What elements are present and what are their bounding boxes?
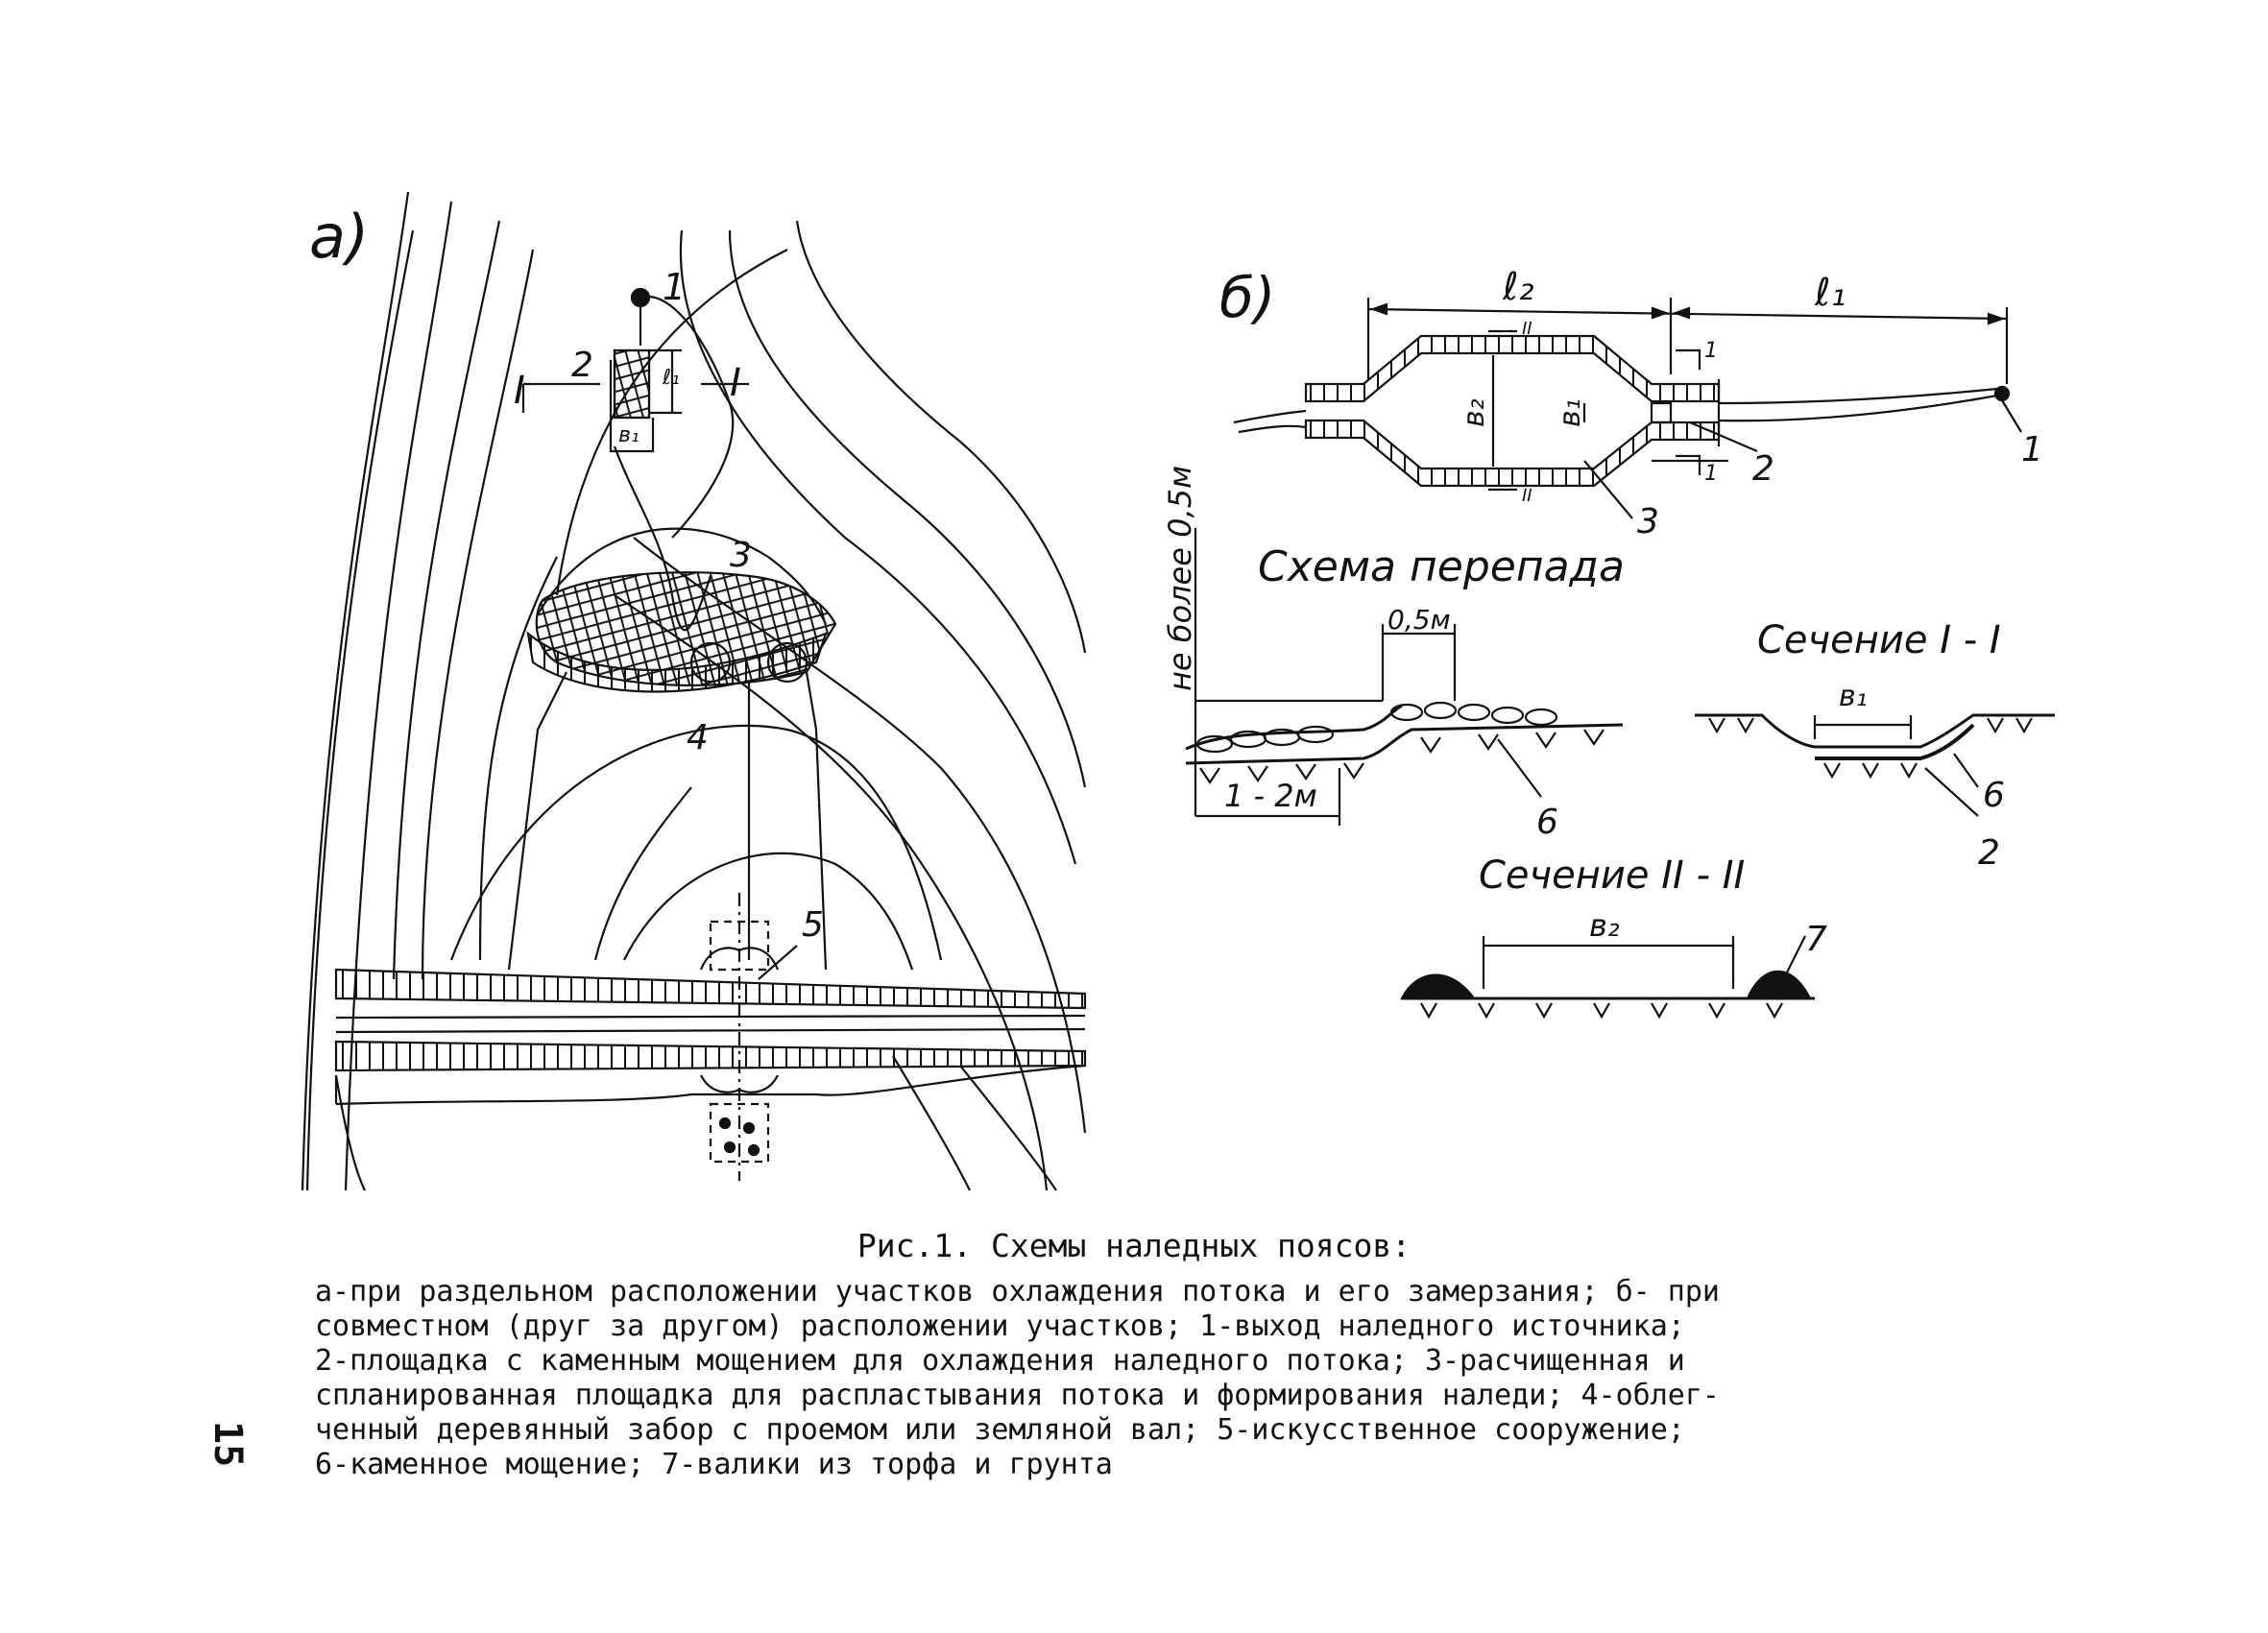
figure-caption-body: а-при раздельном расположении участков о… [315,1275,2043,1482]
label-b-sec2-top: II [1522,319,1532,339]
panel-a [301,191,1087,1191]
section-2-label-7: 7 [1805,920,1827,959]
label-b-1: 1 [2021,430,2043,469]
figure-caption-title: Рис.1. Схемы наледных поясов: [857,1227,1411,1264]
section-1-labels: Сечение I - I в₁ 6 2 [1757,618,2005,873]
dim-l2: ℓ₂ [1502,265,1534,309]
label-a-sec-left: I [514,369,525,413]
road-embankment [334,968,1087,1106]
label-b-sec1-bot: 1 [1704,462,1718,486]
contour-lines-right [614,220,1087,1191]
channel-lower-bank [1304,419,1721,488]
peat-ridge-left [1400,973,1477,1000]
fence-4 [526,631,828,693]
drop-stone-pieces [1195,701,1558,754]
label-b-3: 3 [1637,502,1659,541]
drop-vertical-dim: не более 0,5м [1162,466,1198,691]
label-a-b1: в₁ [618,423,639,447]
label-a-4: 4 [687,718,709,757]
section-2 [1400,935,1815,1020]
page-number: 15 [205,1421,250,1468]
contour-lines-left [301,191,535,1191]
label-b-sec2-bot: II [1522,486,1532,506]
panel-a-labels: а) 1 2 I I в₁ ℓ₁ 3 4 5 [309,202,824,945]
drop-label-6: 6 [1536,803,1558,842]
label-a-1: 1 [663,266,686,308]
dim-l1: ℓ₁ [1814,271,1846,315]
panel-b-plan [1233,298,2022,519]
peat-ridge-right [1746,970,1812,1000]
dim-b2: в₂ [1458,398,1491,427]
caption-line: совместном (друг за другом) расположении… [315,1309,1685,1343]
section-1-b1: в₁ [1839,680,1868,713]
drop-title: Схема перепада [1258,542,1625,591]
section-1-label-2: 2 [1978,833,2000,873]
label-a-3: 3 [730,536,752,575]
panel-b-letter: б) [1219,265,1275,330]
drop-scheme [1185,528,1624,826]
section-2-b2: в₂ [1589,907,1620,944]
section-2-title: Сечение II - II [1479,853,1745,898]
label-b-2: 2 [1752,449,1774,489]
label-a-l1: ℓ₁ [662,366,680,390]
panel-a-letter: а) [309,202,369,272]
drop-dim-top: 0,5м [1387,604,1451,636]
section-1-label-6: 6 [1983,776,2005,815]
dim-b1: в₁ [1554,398,1587,427]
label-a-2: 2 [571,346,593,385]
caption-line: а-при раздельном расположении участков о… [315,1275,1720,1309]
caption-line: спланированная площадка для распластыван… [315,1379,1720,1412]
stone-pad-2 [613,348,651,420]
caption-line: 6-каменное мощение; 7-валики из торфа и … [315,1448,1113,1481]
section-1-title: Сечение I - I [1757,618,2001,662]
label-a-5: 5 [802,905,824,945]
section-1 [1695,713,2055,817]
drop-scheme-labels: Схема перепада не более 0,5м 0,5м 1 - 2м… [1162,466,1625,842]
drop-dim-bottom: 1 - 2м [1224,778,1317,814]
label-a-sec-right: I [730,361,741,405]
caption-line: 2-площадка с каменным мощением для охлаж… [315,1344,1685,1378]
caption-line: ченный деревянный забор с проемом или зе… [315,1413,1685,1447]
panel-b-labels: б) ℓ₂ ℓ₁ в₂ в₁ II II 1 1 1 2 3 [1219,265,2043,541]
culvert-5 [699,893,798,1181]
label-b-sec1-top: 1 [1704,339,1718,363]
section-2-labels: Сечение II - II в₂ 7 [1479,853,1827,959]
